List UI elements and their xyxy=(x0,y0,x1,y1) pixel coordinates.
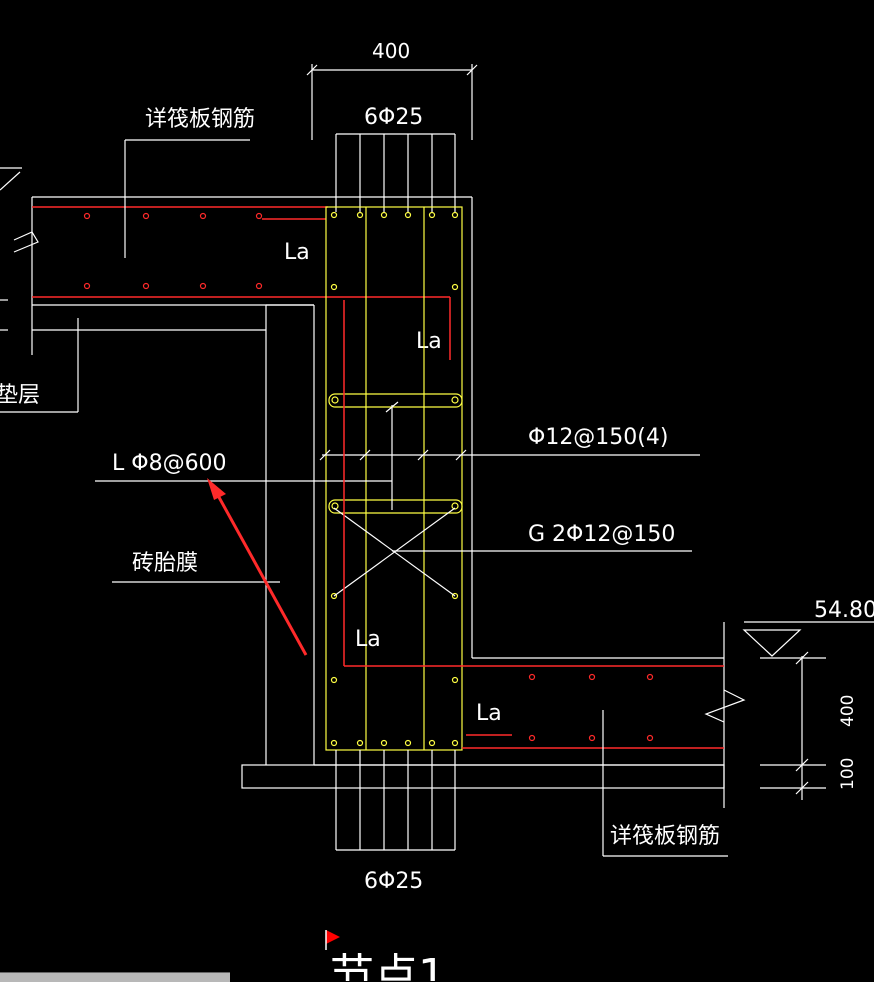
elevation-label: 54.80 xyxy=(814,598,874,623)
brick-form-callout: 砖胎膜 xyxy=(112,551,280,583)
la-label-1: La xyxy=(284,240,310,265)
la-label-4: La xyxy=(476,701,502,726)
side-bars-callout: G 2Φ12@150 xyxy=(392,522,692,552)
dim-400-label: 400 xyxy=(838,695,858,727)
bottom-bars-label: 6Φ25 xyxy=(364,869,423,894)
brick-formwork xyxy=(265,304,315,765)
red-arrow xyxy=(207,478,308,656)
stirrup-callout: Φ12@150(4) xyxy=(319,401,700,510)
column-cage xyxy=(325,206,463,751)
raft-ref-bottom-label: 详筏板钢筋 xyxy=(610,824,720,849)
top-width-label: 400 xyxy=(372,39,410,63)
cushion-label: 垫层 xyxy=(0,383,40,408)
stirrup-label: Φ12@150(4) xyxy=(528,425,668,450)
dim-100-label: 100 xyxy=(838,758,858,790)
lower-slab-rebar xyxy=(343,300,724,749)
upper-slab-rebar xyxy=(32,206,451,360)
raft-ref-top-label: 详筏板钢筋 xyxy=(145,107,255,132)
node-title-label: 节点1 xyxy=(330,950,446,981)
upper-raft-outline xyxy=(0,167,473,658)
top-bars-label: 6Φ25 xyxy=(364,105,423,130)
right-dimension: 400 100 xyxy=(760,651,858,800)
cushion-callout: 垫层 xyxy=(0,318,79,413)
raft-ref-top: 详筏板钢筋 xyxy=(124,107,255,258)
la-label-2: La xyxy=(416,329,442,354)
brick-form-label: 砖胎膜 xyxy=(132,551,198,576)
lower-raft-outline xyxy=(241,622,746,808)
elevation-marker: 54.80 xyxy=(742,598,874,657)
top-dimension: 400 xyxy=(306,39,478,140)
tie-bar-label: L Φ8@600 xyxy=(112,451,227,476)
la-label-3: La xyxy=(355,627,381,652)
flag-icon xyxy=(326,930,340,944)
side-bars-label: G 2Φ12@150 xyxy=(528,522,675,547)
bottom-bars-callout: 6Φ25 xyxy=(335,750,456,894)
raft-ref-bottom: 详筏板钢筋 xyxy=(602,710,728,857)
node-title: 节点1 xyxy=(325,930,446,981)
status-bar xyxy=(0,972,230,982)
tie-bar-callout: L Φ8@600 xyxy=(95,451,392,482)
top-bars-callout: 6Φ25 xyxy=(335,105,456,212)
